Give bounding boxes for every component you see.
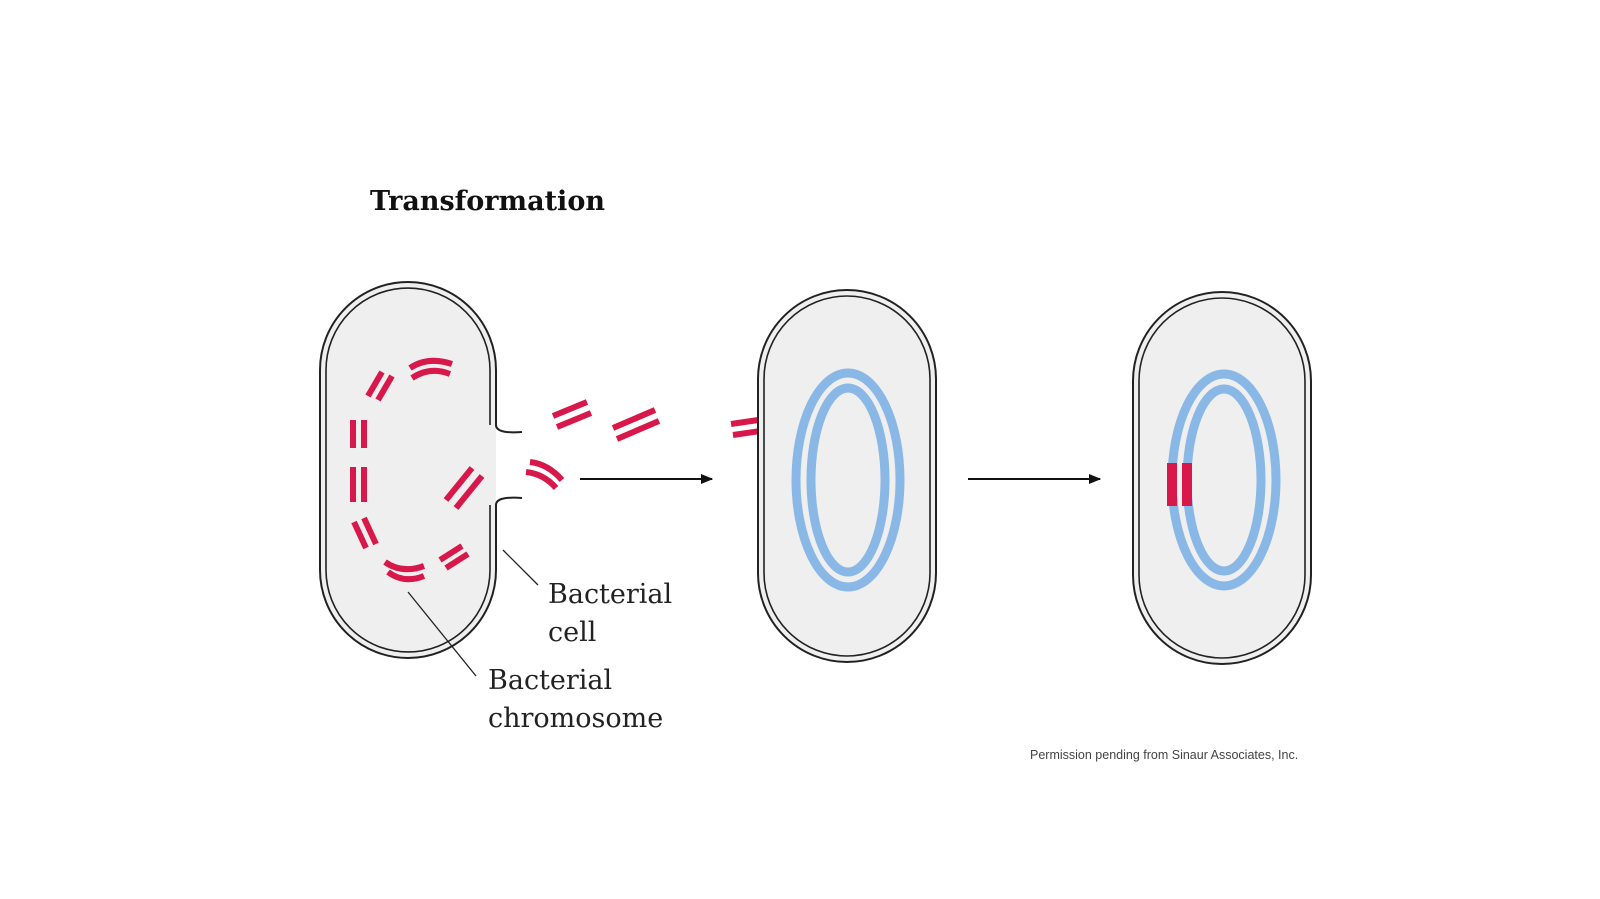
donor-cell-inner-wall	[325, 287, 491, 653]
bacterial-chromosome-label-line2: chromosome	[488, 703, 664, 734]
transformed-cell	[1132, 291, 1312, 665]
recipient-cell	[757, 289, 937, 663]
fragment	[408, 357, 453, 381]
fragment	[365, 370, 395, 402]
bacterial-cell-label-line2: cell	[548, 617, 597, 648]
recipient-chromosome-inner-strand	[806, 383, 890, 577]
fragment	[350, 467, 367, 502]
recipient-cell-inner-wall	[763, 295, 931, 657]
bacterial-cell-label: Bacterial cell	[548, 576, 672, 652]
diagram-title: Transformation	[370, 186, 605, 217]
cell-label-leader	[502, 549, 539, 586]
bacterial-chromosome-label-line1: Bacterial	[488, 665, 613, 696]
fragment	[525, 459, 565, 491]
recipient-chromosome-outer-strand	[791, 368, 905, 592]
transformed-cell-outer-wall	[1132, 291, 1312, 665]
fragment	[611, 407, 661, 442]
permission-credit: Permission pending from Sinaur Associate…	[1030, 748, 1299, 762]
fragment	[383, 559, 426, 583]
donor-cell-opening-top	[495, 424, 523, 434]
fragment	[551, 399, 593, 430]
donor-chromosome-fragments	[350, 357, 775, 583]
bacterial-chromosome-label: Bacterial chromosome	[488, 662, 663, 738]
recipient-cell-outer-wall	[757, 289, 937, 663]
fragment	[438, 543, 470, 571]
integrated-donor-segment	[1167, 463, 1192, 506]
bacterial-cell-label-line1: Bacterial	[548, 579, 673, 610]
fragment	[443, 466, 485, 510]
fragment	[350, 420, 367, 448]
chromosome-label-leader	[407, 591, 477, 677]
fragment	[351, 516, 379, 550]
transformed-cell-inner-wall	[1138, 297, 1306, 659]
donor-cell-opening-bottom	[495, 496, 523, 506]
